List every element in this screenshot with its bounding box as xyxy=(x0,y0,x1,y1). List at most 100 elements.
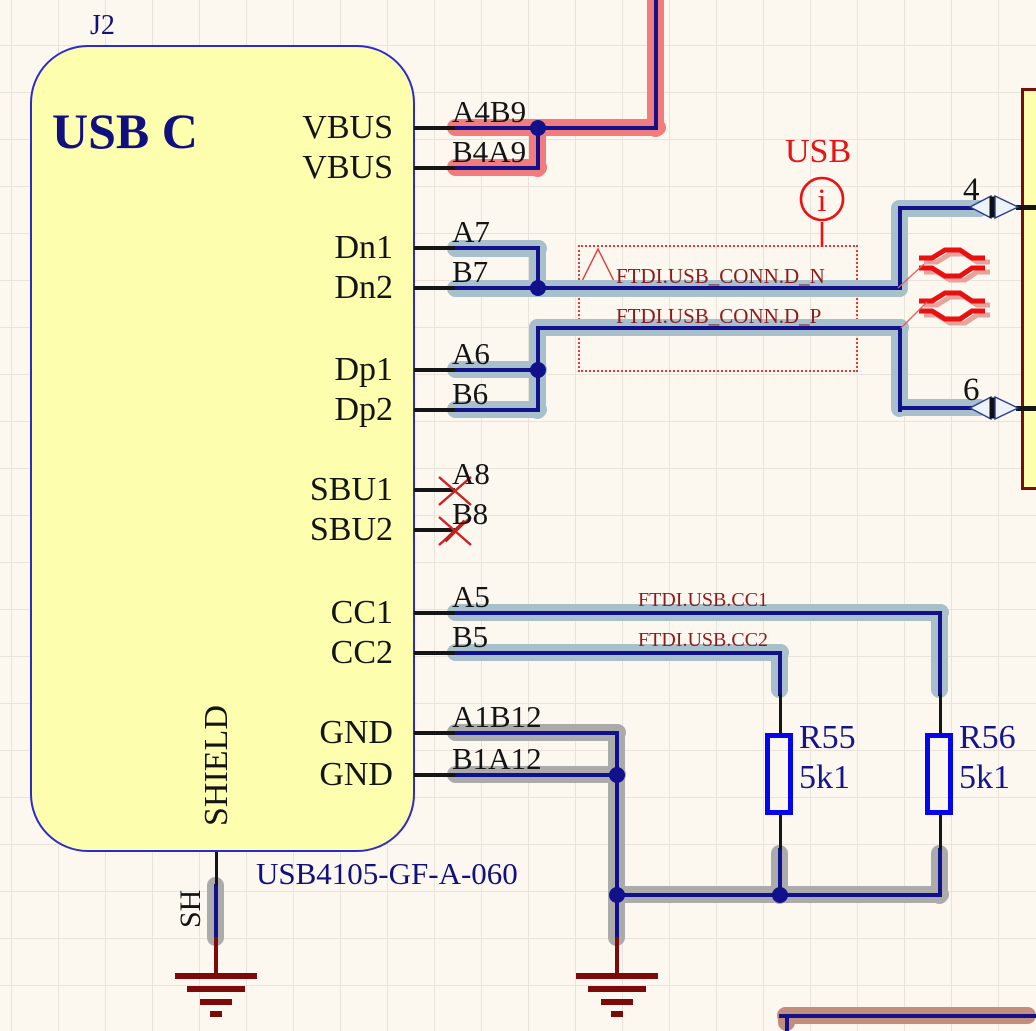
wire-shield[interactable] xyxy=(214,884,218,939)
right-pin-number-4: 4 xyxy=(963,172,980,208)
usb-c-connector-body[interactable] xyxy=(30,45,415,852)
pin-stub-cc1[interactable] xyxy=(414,611,455,615)
usb-directive-info-icon[interactable]: i xyxy=(798,176,846,250)
component-title: USB C xyxy=(52,103,198,159)
resistor-r55-value[interactable]: 5k1 xyxy=(799,759,850,796)
pin-stub-cc2[interactable] xyxy=(414,651,455,655)
wire-d-p[interactable] xyxy=(455,368,540,372)
pin-number-dp2: B6 xyxy=(452,376,489,411)
usb-directive-blanket[interactable] xyxy=(578,245,858,372)
junction-dot xyxy=(609,887,625,903)
wire-cc1[interactable] xyxy=(455,611,942,615)
wire-bottom-right[interactable] xyxy=(779,1014,1036,1018)
wire-cc2[interactable] xyxy=(778,651,782,696)
pin-name-dn2: Dn2 xyxy=(334,269,393,306)
port-symbol-pin6[interactable] xyxy=(968,394,1020,422)
pin-name-gnd2: GND xyxy=(319,756,393,793)
component-part-number[interactable]: USB4105-GF-A-060 xyxy=(256,856,518,891)
port-symbol-pin4[interactable] xyxy=(968,193,1020,221)
pin-number-cc1: A5 xyxy=(452,579,490,614)
pin-name-sbu1: SBU1 xyxy=(309,471,393,508)
pin-number-sbu2: B8 xyxy=(452,496,489,531)
resistor-r56-value[interactable]: 5k1 xyxy=(959,759,1010,796)
pin-stub-vbus2[interactable] xyxy=(414,166,455,170)
net-label-d-p[interactable]: FTDI.USB_CONN.D_P xyxy=(616,304,822,328)
junction-dot xyxy=(609,767,625,783)
resistor-r56-designator[interactable]: R56 xyxy=(959,719,1016,756)
pin-name-vbus1: VBUS xyxy=(302,109,393,146)
resistor-r55-designator[interactable]: R55 xyxy=(799,719,856,756)
wire-vbus[interactable] xyxy=(654,0,658,130)
resistor-r55-body[interactable] xyxy=(765,733,793,815)
junction-dot xyxy=(530,120,546,136)
wire-cc1[interactable] xyxy=(938,611,942,696)
resistor-r56-body[interactable] xyxy=(925,733,953,815)
warning-triangle-icon xyxy=(580,247,616,282)
diff-pair-icon[interactable] xyxy=(916,244,996,286)
right-pin-6-stub[interactable] xyxy=(1016,406,1036,411)
pin-name-dp2: Dp2 xyxy=(334,391,393,428)
wire-d-p[interactable] xyxy=(455,408,540,412)
right-pin-number-6: 6 xyxy=(963,372,980,408)
wire-gnd[interactable] xyxy=(455,773,619,777)
wire-d-n[interactable] xyxy=(455,286,902,290)
wire-bottom-right[interactable] xyxy=(785,1014,789,1031)
pin-stub-sbu2[interactable] xyxy=(414,528,455,532)
wire-d-n[interactable] xyxy=(898,206,902,290)
pin-number-gnd1: A1B12 xyxy=(452,699,542,734)
pin-name-vbus2: VBUS xyxy=(302,149,393,186)
pin-stub-gnd1[interactable] xyxy=(414,731,455,735)
ground-symbol[interactable] xyxy=(571,971,663,1021)
net-label-sh[interactable]: SH xyxy=(174,889,207,928)
pin-number-vbus1: A4B9 xyxy=(452,94,527,129)
wire-gnd[interactable] xyxy=(615,731,619,777)
pin-name-cc1: CC1 xyxy=(330,594,393,631)
pin-stub-sbu1[interactable] xyxy=(414,488,455,492)
wire-gnd[interactable] xyxy=(455,731,619,735)
component-designator[interactable]: J2 xyxy=(90,10,115,41)
wire-d-p[interactable] xyxy=(898,326,902,412)
wire-cc1-r56[interactable] xyxy=(938,694,942,735)
pin-name-gnd1: GND xyxy=(319,714,393,751)
wire-d-n[interactable] xyxy=(536,246,540,290)
pin-number-gnd2: B1A12 xyxy=(452,741,542,776)
diff-pair-icon[interactable] xyxy=(916,287,996,329)
wire-vbus[interactable] xyxy=(536,126,540,170)
pin-stub-dn2[interactable] xyxy=(414,286,455,290)
wire-vbus[interactable] xyxy=(455,126,658,130)
wire-d-n[interactable] xyxy=(455,246,540,250)
wire-d-p[interactable] xyxy=(536,326,902,330)
junction-dot xyxy=(530,280,546,296)
pin-name-dp1: Dp1 xyxy=(334,351,393,388)
pin-stub-gnd2[interactable] xyxy=(414,773,455,777)
right-component-body[interactable] xyxy=(1021,88,1036,490)
pin-stub-vbus1[interactable] xyxy=(414,126,455,130)
info-symbol-text: i xyxy=(817,183,826,219)
wire-cc2[interactable] xyxy=(455,651,782,655)
diff-pair-leader xyxy=(897,263,925,289)
wire-gnd[interactable] xyxy=(938,848,942,897)
wire-r55-gnd[interactable] xyxy=(778,813,782,850)
pin-name-shield: SHIELD xyxy=(198,705,235,826)
wire-cc2-r55[interactable] xyxy=(778,694,782,735)
wire-d-p[interactable] xyxy=(898,406,975,410)
net-label-cc1[interactable]: FTDI.USB.CC1 xyxy=(638,589,769,611)
diff-pair-leader xyxy=(900,301,928,329)
wire-r56-gnd[interactable] xyxy=(938,813,942,850)
junction-dot xyxy=(772,887,788,903)
net-label-cc2[interactable]: FTDI.USB.CC2 xyxy=(638,629,769,651)
ground-symbol[interactable] xyxy=(170,971,262,1021)
usb-directive-label[interactable]: USB xyxy=(785,133,852,170)
shield-pin-stub[interactable] xyxy=(214,852,218,886)
pin-stub-dn1[interactable] xyxy=(414,246,455,250)
wire-gnd[interactable] xyxy=(615,773,619,939)
wire-d-n[interactable] xyxy=(898,206,975,210)
right-pin-4-stub[interactable] xyxy=(1016,205,1036,210)
pin-name-cc2: CC2 xyxy=(330,634,393,671)
wire-gnd[interactable] xyxy=(778,848,782,897)
net-label-d-n[interactable]: FTDI.USB_CONN.D_N xyxy=(616,264,825,288)
pin-stub-dp2[interactable] xyxy=(414,408,455,412)
pin-stub-dp1[interactable] xyxy=(414,368,455,372)
wire-vbus[interactable] xyxy=(455,166,540,170)
